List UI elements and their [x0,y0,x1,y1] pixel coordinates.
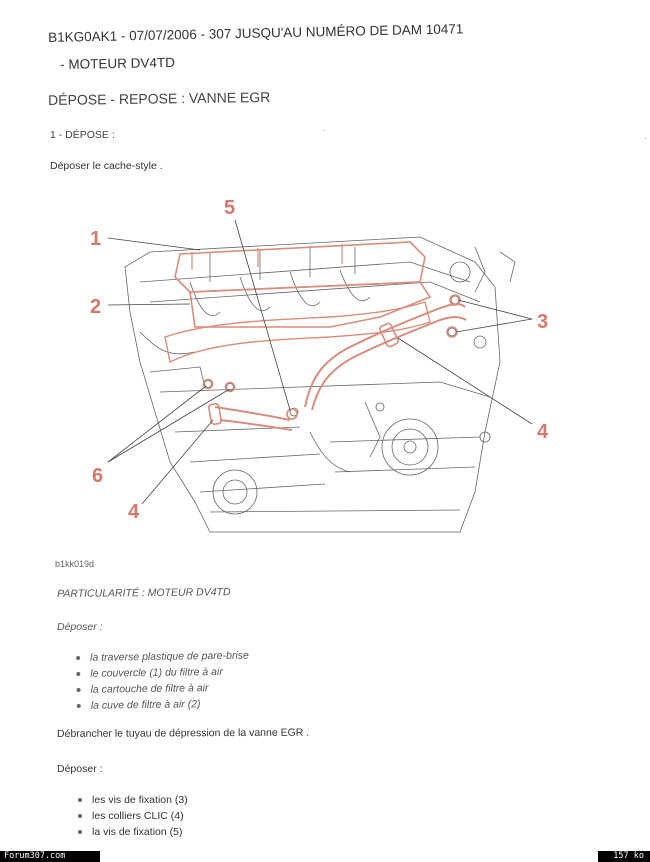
document-title: DÉPOSE - REPOSE : VANNE EGR [48,88,271,108]
document-header-line1: B1KG0AK1 - 07/07/2006 - 307 JUSQU'AU NUM… [48,21,464,45]
list-item: les vis de fixation (3) [76,792,188,808]
callout-number: 6 [92,465,103,487]
callout-number: 3 [537,311,548,333]
particularite-heading: PARTICULARITÉ : MOTEUR DV4TD [57,586,231,600]
list-item: la cuve de filtre à air (2) [75,696,250,714]
callout-number: 4 [128,501,140,523]
callout-number: 4 [537,421,549,443]
deposer-label: Déposer : [57,763,103,775]
list-item: la vis de fixation (5) [76,824,188,840]
footer-site-label: Forum307.com [0,851,100,862]
callout-number: 2 [90,296,101,318]
scan-speck: · [644,134,647,143]
deposer-label-italic: Déposer : [57,621,103,633]
section-heading: 1 - DÉPOSE : [50,129,115,141]
document-header-line2: - MOTEUR DV4TD [60,54,175,72]
callout-number: 1 [90,228,101,250]
intro-instruction: Déposer le cache-style . [50,160,163,172]
highlighted-parts [164,241,467,431]
engine-line-drawing [124,236,516,533]
figure-caption: b1kk019d [55,559,95,569]
vacuum-hose-instruction: Débrancher le tuyau de dépression de la … [57,726,310,740]
footer-file-size: 157 ko [598,851,650,862]
engine-diagram: 1 2 3 4 4 5 6 [90,197,549,533]
callout-number: 5 [224,197,235,219]
leader-lines [107,219,533,505]
deposer-list: les vis de fixation (3) les colliers CLI… [76,792,188,840]
list-item: les colliers CLIC (4) [76,808,188,824]
scan-speck: · [322,126,325,135]
deposer-list-italic: la traverse plastique de pare-brise le c… [74,648,250,714]
